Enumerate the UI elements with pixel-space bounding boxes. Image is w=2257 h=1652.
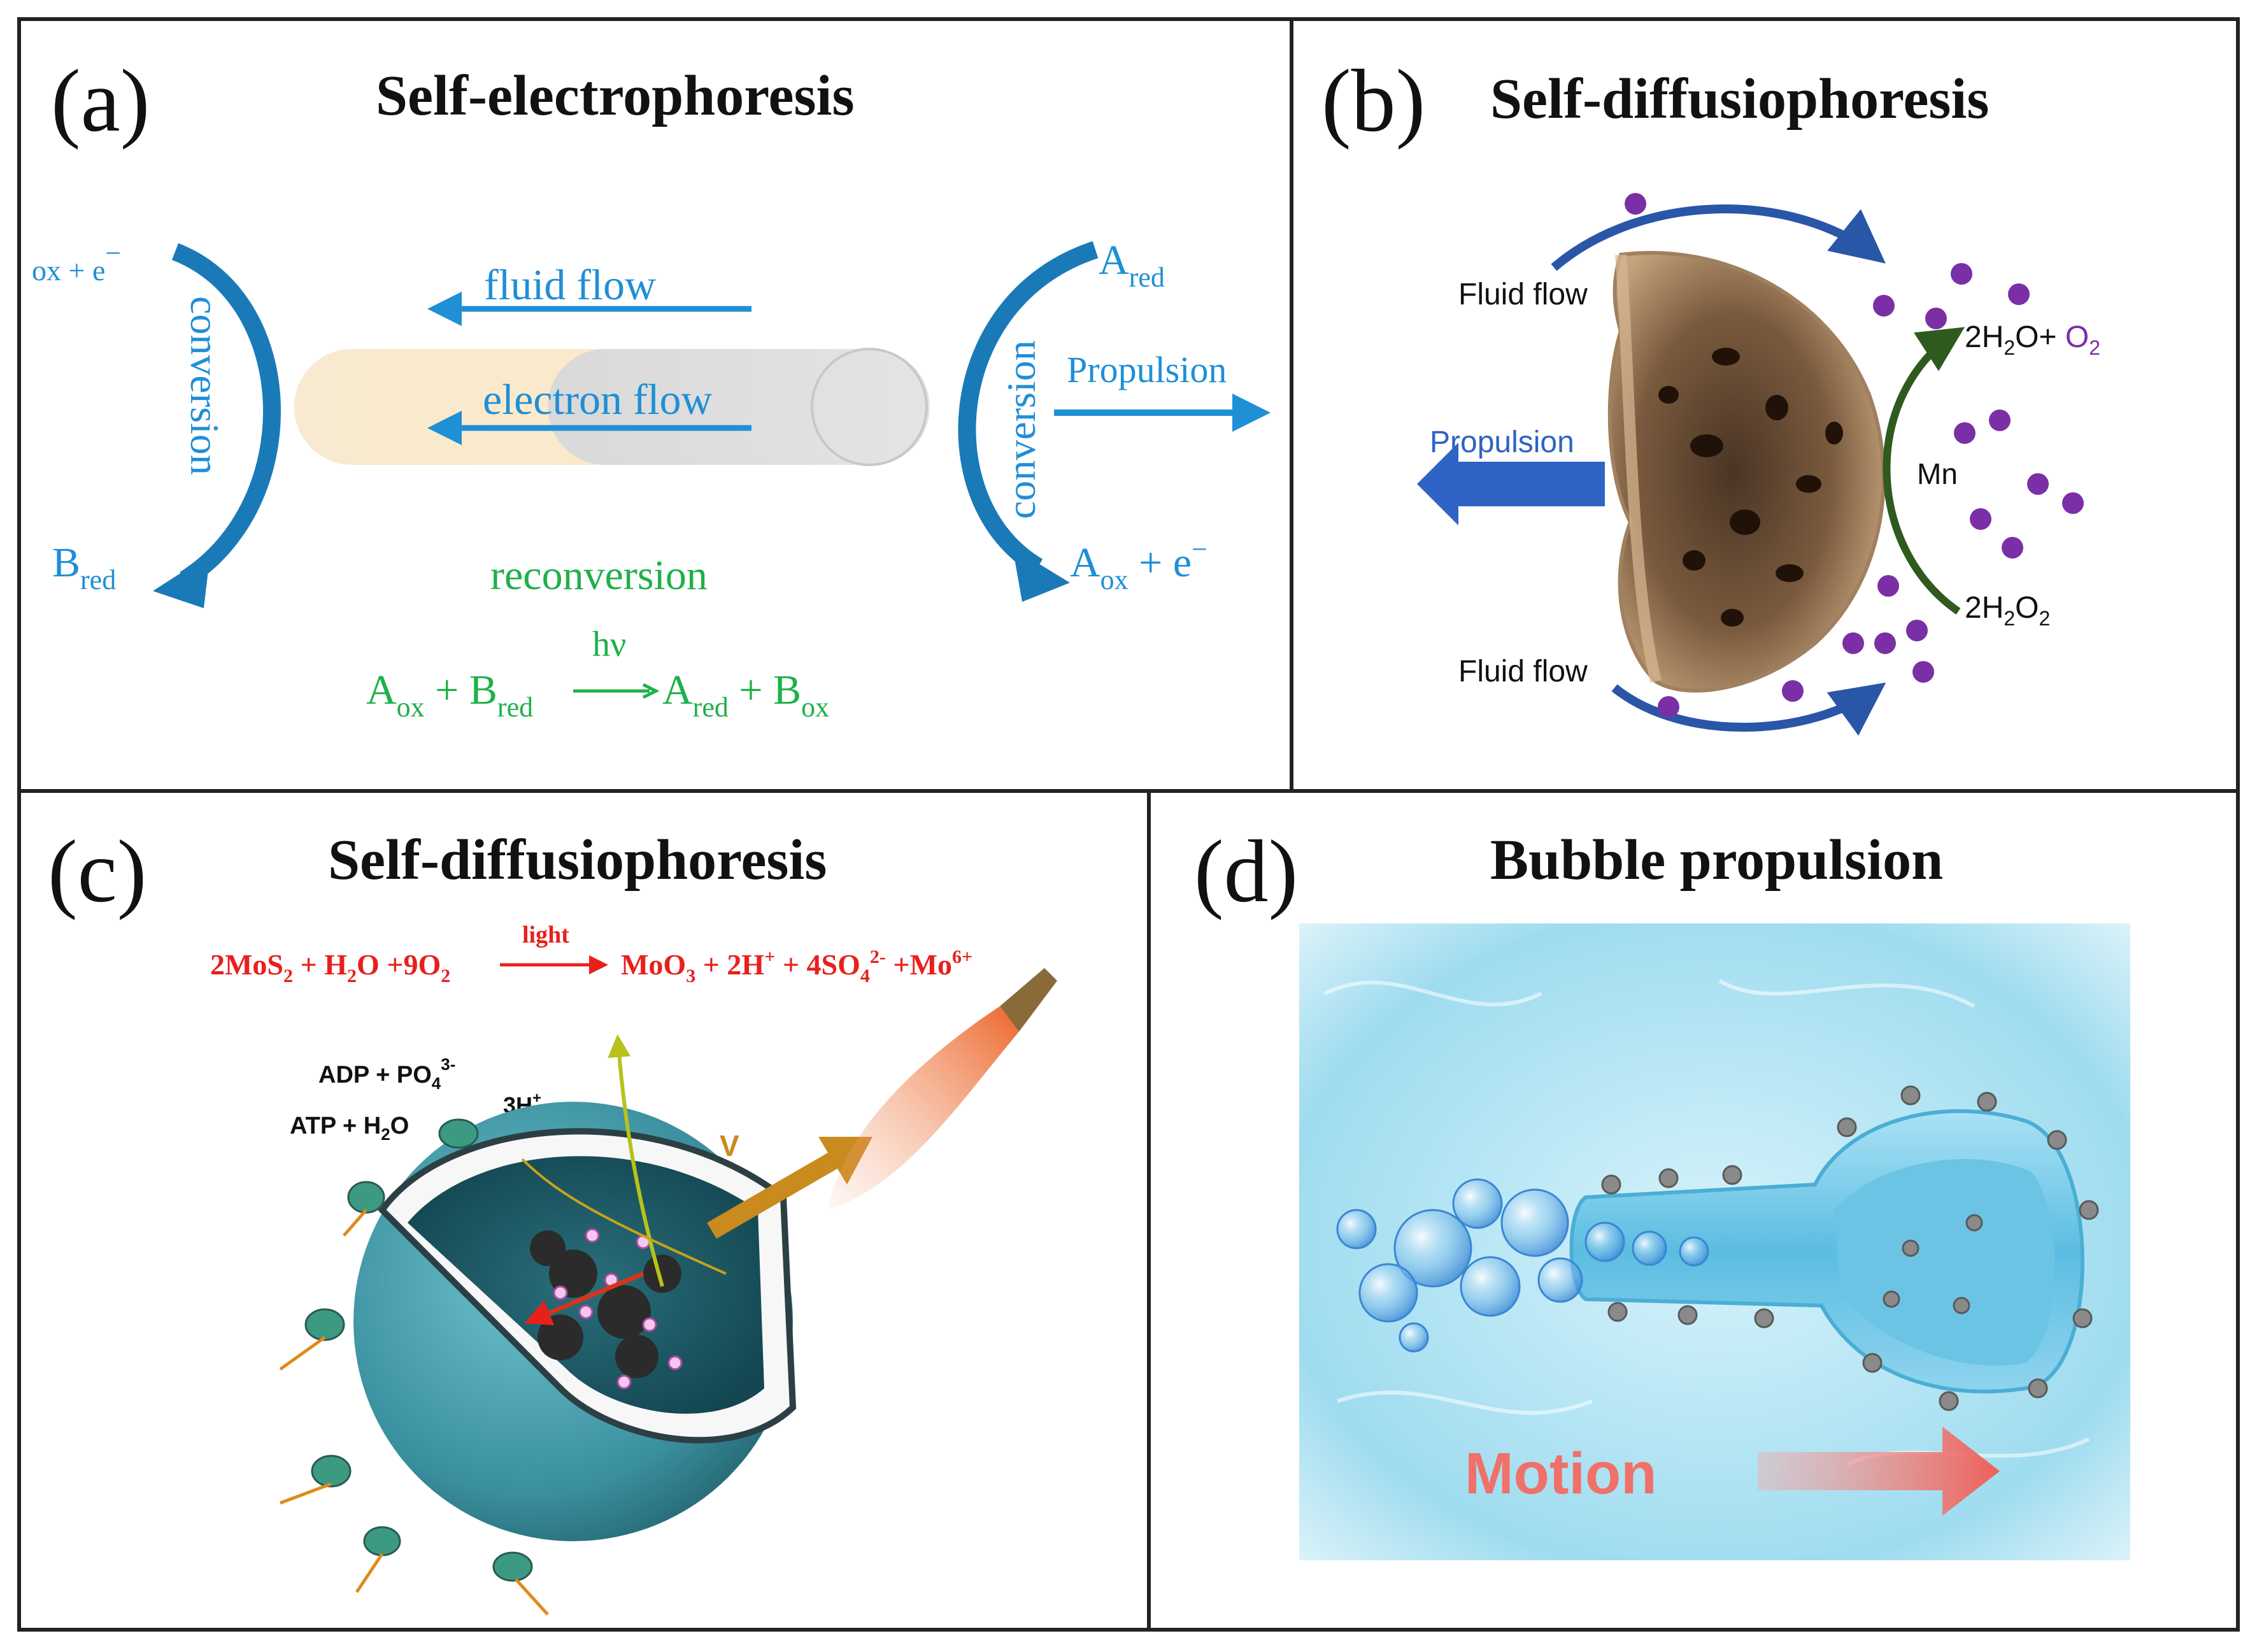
tubular-micromotor [1569,1085,2099,1411]
left-arc-head [153,554,210,608]
panel-b: (b) Self-diffusiophoresis Fluid flow Flu… [1321,52,2100,736]
gas-bubbles [1336,1178,1709,1353]
fluid-flow-bottom-arrow [1611,682,1886,736]
motion-label: Motion [1465,1441,1656,1506]
right-arc-head [1013,548,1070,602]
fluid-flow-label: fluid flow [484,260,656,309]
svg-text:MoO3 + 2H+ + 4SO42- +Mo6+: MoO3 + 2H+ + 4SO42- +Mo6+ [621,946,972,986]
panel-a: (a) Self-electrophoresis fluid flow elec… [32,52,1271,723]
mn-label: Mn [1917,457,1958,490]
product-label: 2H2O+ O2 [1965,320,2100,359]
panel-d: (d) Bubble propulsion [1194,822,2130,1560]
propulsion-arrow [1417,443,1605,525]
svg-text:Ared + Box: Ared + Box [662,667,829,723]
reactant-label: 2H2O2 [1965,591,2050,630]
velocity-label: V [720,1129,739,1162]
panel-a-title: Self-electrophoresis [376,64,855,127]
panel-c-label: (c) [48,822,146,921]
right-conversion-arc [958,241,1099,575]
fluid-flow-top-arrow [1551,204,1886,271]
velocity-arrow [707,1137,872,1239]
panel-d-label: (d) [1194,822,1298,921]
light-beam [828,1006,1019,1210]
motion-arrow [1758,1427,2000,1516]
right-conversion-label: conversion [999,340,1044,519]
reconversion-equation: Aox + Bred hν Ared + Box [366,625,829,723]
svg-text:hν: hν [592,625,626,664]
atp-label: ATP + H2O [290,1113,409,1144]
porous-particle [1607,251,1886,693]
panel-c-title: Self-diffusiophoresis [328,829,827,892]
svg-text:Aox + Bred: Aox + Bred [366,667,533,723]
left-bottom-species: Bred [52,539,116,595]
panel-b-title: Self-diffusiophoresis [1490,68,1989,131]
left-conversion-label: conversion [182,296,227,475]
oxygen-bubbles [1625,193,2084,718]
propulsion-label: Propulsion [1430,425,1574,459]
mn-catalysis-arrow [1883,327,1965,615]
right-top-species: Ared [1099,237,1165,293]
left-conversion-arc [171,243,281,587]
panel-b-label: (b) [1321,52,1425,150]
mos2-equation: 2MoS2 + H2O +9O2 light MoO3 + 2H+ + 4SO4… [210,922,972,986]
liposome-motor [279,1034,797,1616]
svg-text:light: light [522,922,569,948]
panel-a-label: (a) [51,52,150,150]
left-top-species: ox + e− [32,238,121,287]
fluid-flow-bottom-label: Fluid flow [1458,655,1588,688]
adp-label: ADP + PO43- [318,1055,455,1093]
svg-text:2MoS2 + H2O +9O2: 2MoS2 + H2O +9O2 [210,948,450,986]
panel-c: (c) Self-diffusiophoresis 2MoS2 + H2O +9… [48,822,1057,1616]
fiber-tip [1000,968,1057,1032]
janus-rod [294,348,930,466]
propulsion-label: Propulsion [1067,349,1227,390]
fluid-flow-top-label: Fluid flow [1458,278,1588,311]
panel-borders [17,17,2240,1632]
right-bottom-species: Aox + e− [1070,534,1207,595]
reconversion-label: reconversion [490,552,708,599]
panel-d-title: Bubble propulsion [1490,829,1943,892]
electron-flow-label: electron flow [483,375,713,424]
